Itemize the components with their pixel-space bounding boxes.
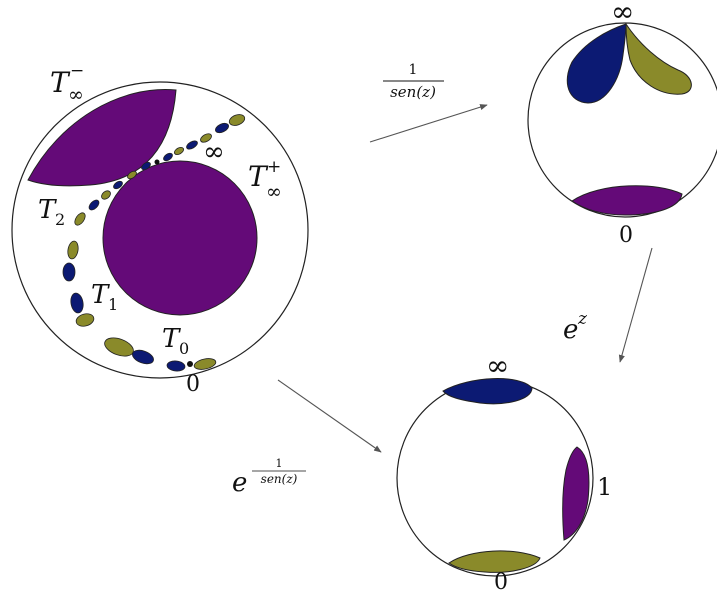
label-inf-bottom: ∞	[486, 349, 509, 382]
petal	[132, 349, 154, 365]
label-t1: T 1	[91, 280, 118, 314]
petal	[88, 199, 100, 211]
petal	[75, 313, 95, 327]
bottom-sphere-outline	[396, 379, 594, 577]
label-zero-left: 0	[186, 372, 200, 397]
region-inf-navy	[442, 378, 533, 405]
label-inf-left: ∞	[203, 137, 225, 167]
label-inf-top-right: ∞	[611, 0, 634, 28]
petal	[166, 360, 186, 372]
petal	[62, 262, 76, 282]
region-t-inf-minus	[27, 89, 177, 187]
svg-text:∞: ∞	[68, 84, 84, 106]
svg-text:1: 1	[276, 457, 283, 470]
petal-olive	[625, 22, 692, 95]
petal	[74, 212, 86, 226]
petal	[215, 122, 229, 134]
arrows	[277, 104, 653, 453]
svg-text:e: e	[563, 315, 578, 345]
petal	[127, 170, 137, 180]
petal	[228, 114, 246, 126]
petal	[67, 240, 79, 260]
region-zero-olive	[448, 550, 541, 573]
svg-text:T: T	[50, 66, 71, 99]
bottom-sphere: ∞ 1 0	[396, 349, 612, 595]
svg-text:1: 1	[108, 295, 118, 314]
arrow-composite	[277, 379, 382, 453]
petal	[193, 358, 217, 370]
top-right-sphere: ∞ 0	[527, 0, 717, 248]
svg-text:2: 2	[55, 210, 65, 229]
svg-text:T: T	[38, 195, 57, 225]
svg-text:T: T	[91, 280, 110, 310]
petal	[163, 152, 173, 162]
chain-junctions	[154, 159, 193, 367]
svg-text:−: −	[70, 61, 84, 81]
label-one-bottom: 1	[597, 473, 612, 501]
petal-navy	[566, 23, 627, 104]
arrow-sin	[369, 104, 488, 143]
arrow-exp	[618, 247, 653, 363]
label-t2: T 2	[38, 195, 65, 229]
label-map-exp: e z	[563, 309, 588, 345]
svg-text:+: +	[267, 157, 281, 177]
label-map-composite: e 1 sen(z)	[232, 457, 306, 498]
label-zero-top-right: 0	[619, 223, 633, 248]
label-t-inf-minus: T ∞ −	[50, 61, 84, 106]
label-t-inf-plus: T ∞ +	[248, 157, 282, 203]
petal	[113, 180, 123, 190]
label-zero-bottom: 0	[494, 570, 508, 595]
region-zero-purple	[571, 185, 683, 216]
left-sphere: T ∞ − ∞ T ∞ + T 2 T 1 T 0 0	[11, 61, 309, 397]
petal	[70, 292, 84, 314]
label-t0: T 0	[162, 324, 189, 358]
svg-text:1: 1	[409, 62, 418, 78]
region-one-purple	[562, 446, 590, 541]
label-map-sin: 1 sen(z)	[383, 62, 444, 101]
petal	[200, 133, 212, 143]
svg-text:z: z	[577, 309, 588, 329]
junction-dot	[187, 361, 193, 367]
petal	[186, 140, 198, 150]
junction-dot	[154, 159, 160, 165]
petal	[141, 161, 151, 171]
region-t-inf-plus	[102, 160, 258, 316]
svg-text:∞: ∞	[266, 181, 282, 203]
svg-text:T: T	[162, 324, 181, 354]
svg-text:T: T	[248, 160, 269, 193]
petal	[101, 190, 111, 200]
svg-text:e: e	[232, 468, 247, 498]
petal	[174, 146, 184, 156]
svg-text:sen(z): sen(z)	[261, 472, 298, 486]
svg-text:0: 0	[179, 339, 189, 358]
petal-chain	[62, 114, 246, 372]
svg-text:sen(z): sen(z)	[390, 83, 436, 101]
